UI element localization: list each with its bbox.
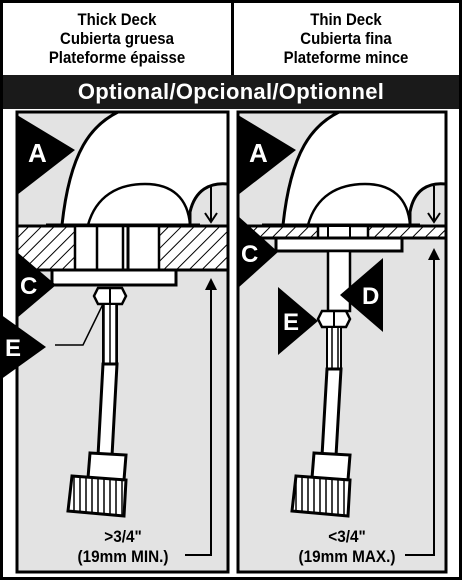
right-dimension-line: [405, 250, 435, 556]
right-panel: [236, 110, 448, 574]
right-coupling-top: [310, 451, 352, 482]
right-label-e-triangle: [278, 287, 318, 355]
header-divider: [231, 3, 234, 75]
right-dimension-label: <3/4" (19mm MAX.): [280, 527, 415, 567]
right-hose: [320, 367, 343, 458]
left-label-a: A: [28, 138, 47, 168]
right-threaded-rod: [326, 326, 342, 370]
left-threaded-rod: [102, 303, 118, 365]
left-faucet-curve: [86, 182, 192, 226]
left-dimension-label: >3/4" (19mm MIN.): [56, 527, 191, 567]
right-label-a-triangle: [238, 115, 296, 195]
right-label-c-triangle: [238, 216, 278, 288]
right-coupling-nut: [290, 474, 352, 518]
header-thin-fr: Plateforme mince: [283, 47, 409, 67]
left-mounting-plate: [50, 268, 178, 287]
right-label-d-triangle: [340, 258, 383, 332]
header-thin-es: Cubierta fina: [300, 28, 392, 48]
left-coupling-nut: [66, 474, 128, 518]
left-dimension-line: [185, 280, 212, 556]
left-label-e: E: [5, 335, 21, 362]
header-thin-en: Thin Deck: [310, 9, 382, 29]
header-thick-en: Thick Deck: [77, 9, 157, 29]
right-shank-tube: [326, 249, 352, 313]
right-shank: [327, 225, 351, 239]
left-label-a-triangle: [17, 115, 75, 195]
left-panel: [0, 110, 230, 574]
left-dimension-mm: (19mm MIN.): [77, 547, 169, 566]
right-label-d: D: [362, 283, 379, 310]
right-dimension-mm: (19mm MAX.): [298, 547, 396, 566]
header-thin-deck: Thin Deck Cubierta fina Plateforme mince: [247, 3, 446, 73]
right-mounting-plate: [274, 236, 404, 253]
right-label-a: A: [249, 138, 268, 168]
left-label-e-triangle: [0, 314, 46, 380]
header-thick-es: Cubierta gruesa: [60, 28, 174, 48]
left-coupling-top: [86, 451, 128, 482]
header-thick-fr: Plateforme épaisse: [48, 47, 186, 67]
right-dimension-inches: <3/4": [328, 527, 366, 546]
right-label-e: E: [283, 309, 299, 336]
right-label-c: C: [241, 241, 258, 268]
left-dimension-inches: >3/4": [104, 527, 142, 546]
right-faucet-curve: [306, 182, 412, 226]
left-hose: [96, 362, 119, 458]
left-leader-e: [55, 303, 104, 346]
optional-band: Optional/Opcional/Optionnel: [3, 75, 459, 109]
left-shank: [95, 224, 125, 272]
left-label-c: C: [20, 273, 37, 300]
left-label-c-triangle: [17, 252, 56, 318]
header-thick-deck: Thick Deck Cubierta gruesa Plateforme ép…: [17, 3, 218, 73]
